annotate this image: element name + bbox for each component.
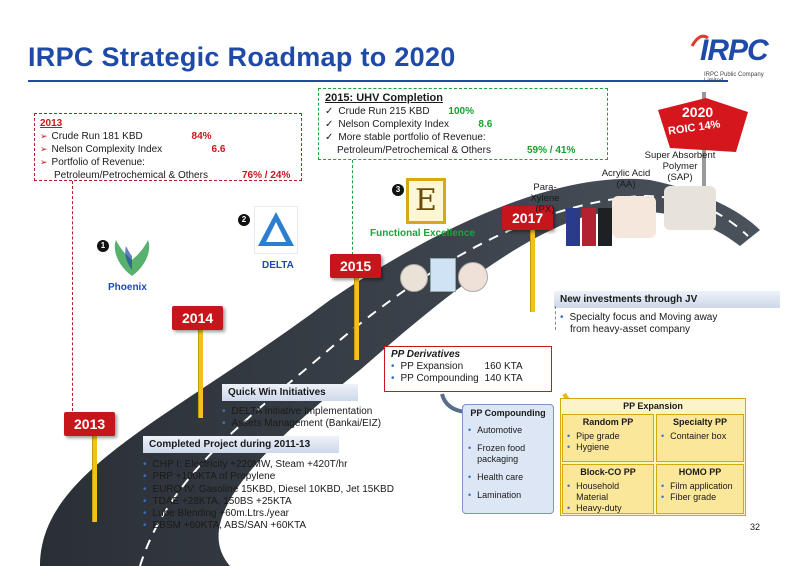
flag-cloth: [658, 98, 748, 152]
jv-connector: [555, 306, 556, 330]
page-title: IRPC Strategic Roadmap to 2020: [28, 42, 456, 72]
random-pp-item: Pipe grade: [567, 431, 649, 442]
box-2015-summary: 2015: UHV Completion Crude Run 215 KBD 1…: [318, 88, 608, 160]
product-label-sap: Super Absorbent Polymer (SAP): [644, 150, 716, 183]
pp-compounding-item: Lamination: [468, 490, 548, 501]
box-2013-year: 2013: [40, 118, 63, 129]
logo-wordmark: IRPC: [700, 34, 769, 67]
pole-2017: [530, 222, 535, 312]
box-2013-portfolio: Portfolio of Revenue:: [40, 156, 296, 169]
box-2015-portfolio: More stable portfolio of Revenue:: [325, 131, 601, 144]
quick-win-item: DELTA Initiative Implementation: [222, 406, 381, 418]
box-2015-crude: Crude Run 215 KBD 100%: [325, 105, 601, 118]
completed-item: PRP +100KTA of Propylene: [143, 471, 394, 483]
jv-item: Specialty focus and Moving away: [560, 312, 774, 324]
quick-win-section: Quick Win Initiatives: [222, 384, 358, 401]
pp-compounding-item: Health care: [468, 472, 548, 483]
flag-pole: [702, 92, 706, 220]
label-delta: DELTA: [262, 260, 294, 271]
box-2015-title: 2015: UHV Completion: [325, 92, 443, 104]
pp-derivatives-box: PP Derivatives PP Expansion 160 KTA PP C…: [384, 346, 552, 392]
box-2013-nelson: Nelson Complexity Index 6.6: [40, 143, 296, 156]
pp-compounding-title: PP Compounding: [470, 408, 546, 418]
specialty-pp-item: Container box: [661, 431, 739, 442]
px-clothing-image: [566, 208, 612, 246]
blockco-pp-box: Block-CO PP Household Material Heavy-dut…: [562, 464, 654, 514]
random-pp-box: Random PP Pipe grade Hygiene: [562, 414, 654, 462]
year-flag-2014: 2014: [172, 306, 224, 330]
jv-item: from heavy-asset company: [570, 324, 691, 335]
box-2015-nelson: Nelson Complexity Index 8.6: [325, 118, 601, 131]
title-underline: [28, 80, 728, 82]
product-label-px: Para-Xylene (PX): [530, 182, 560, 215]
pp-derivatives-title: PP Derivatives: [391, 349, 461, 360]
jv-title: New investments through JV: [554, 291, 780, 308]
label-phoenix: Phoenix: [108, 282, 147, 293]
pp-derivatives-row: PP Expansion 160 KTA: [391, 361, 545, 373]
blockco-pp-item: Household Material: [567, 481, 649, 503]
completed-item: CHP I: Electricity +220MW, Steam +420T/h…: [143, 459, 394, 471]
connector-2013: [72, 181, 73, 411]
irpc-logo: IRPC IRPC Public Company Limited: [690, 28, 780, 84]
packaging-products-image: [400, 258, 490, 298]
quick-win-title: Quick Win Initiatives: [222, 384, 358, 401]
flag-2020-year: 2020: [682, 104, 714, 120]
homo-pp-title: HOMO PP: [678, 467, 722, 477]
blockco-pp-item: Heavy-duty: [567, 503, 649, 514]
sap-elderly-image: [664, 186, 716, 230]
marker-3: 3: [392, 184, 404, 196]
random-pp-item: Hygiene: [567, 442, 649, 453]
product-label-aa: Acrylic Acid (AA): [601, 168, 651, 190]
box-2013-summary: 2013 Crude Run 181 KBD 84% Nelson Comple…: [34, 113, 302, 181]
homo-pp-item: Fiber grade: [661, 492, 739, 503]
label-functional-excellence: Functional Excellence: [370, 228, 476, 239]
year-flag-2017: 2017: [502, 206, 554, 230]
completed-item: EBSM +60KTA, ABS/SAN +60KTA: [143, 520, 394, 532]
marker-1: 1: [97, 240, 109, 252]
pp-derivatives-row: PP Compounding 140 KTA: [391, 373, 545, 385]
year-flag-2015: 2015: [330, 254, 382, 278]
completed-item: Lube Blending +60m.Ltrs./year: [143, 508, 394, 520]
specialty-pp-title: Specialty PP: [672, 417, 728, 427]
aa-baby-image: [612, 196, 656, 238]
jv-section: New investments through JV Specialty foc…: [554, 291, 780, 340]
blockco-pp-title: Block-CO PP: [580, 467, 636, 477]
marker-2: 2: [238, 214, 250, 226]
delta-logo: [254, 206, 298, 254]
pp-compounding-item: Frozen food packaging: [468, 443, 548, 465]
pp-compounding-box: PP Compounding Automotive Frozen food pa…: [462, 404, 554, 514]
specialty-pp-box: Specialty PP Container box: [656, 414, 744, 462]
flag-2020: [658, 92, 748, 220]
logo-subtitle: IRPC Public Company Limited: [704, 72, 764, 84]
pole-2015: [354, 270, 359, 360]
pole-2013: [92, 432, 97, 522]
quick-win-item: Assets Management (Bankai/EIZ): [222, 418, 382, 430]
box-2013-portfolio-split: Petroleum/Petrochemical & Others 76% / 2…: [54, 170, 291, 181]
connector-2015: [352, 160, 353, 260]
year-flag-2013: 2013: [64, 412, 116, 436]
completed-projects-section: Completed Project during 2011-13: [143, 436, 339, 453]
random-pp-title: Random PP: [582, 417, 634, 427]
pp-compounding-item: Automotive: [468, 425, 548, 436]
logo-swoosh-icon: [690, 34, 709, 47]
functional-excellence-logo: E: [406, 178, 446, 224]
homo-pp-item: Film application: [661, 481, 739, 492]
completed-item: TDAE +28KTA, 150BS +25KTA: [143, 496, 394, 508]
homo-pp-box: HOMO PP Film application Fiber grade: [656, 464, 744, 514]
phoenix-logo: [114, 240, 150, 276]
box-2013-crude: Crude Run 181 KBD 84%: [40, 130, 296, 143]
box-2015-portfolio-split: Petroleum/Petrochemical & Others 59% / 4…: [337, 145, 576, 156]
pole-2014: [198, 322, 203, 418]
page-number: 32: [749, 522, 760, 532]
completed-projects-title: Completed Project during 2011-13: [143, 436, 339, 453]
completed-item: EURO IV: Gasoline 15KBD, Diesel 10KBD, J…: [143, 484, 394, 496]
pp-expansion-title: PP Expansion: [623, 401, 683, 411]
